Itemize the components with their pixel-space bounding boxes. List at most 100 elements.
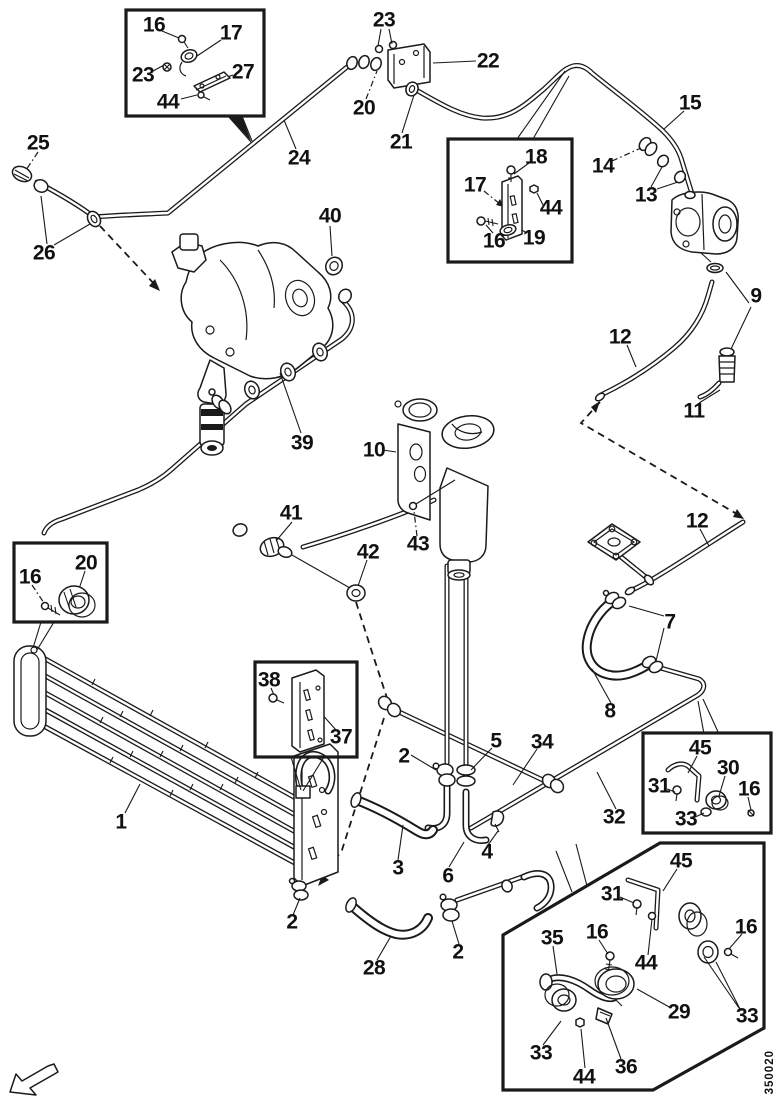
- part-label-39: 39: [290, 431, 314, 455]
- part-label-16: 16: [585, 920, 609, 944]
- pipe-12-lower: [624, 519, 746, 596]
- reservoir-down-pipes: [424, 563, 490, 844]
- grommet-29: [597, 968, 635, 1000]
- part-label-11: 11: [683, 399, 705, 423]
- part-label-20: 20: [74, 551, 98, 575]
- leader-lines: [25, 28, 752, 961]
- part-label-40: 40: [318, 204, 342, 228]
- inset-box-clamp-detail-top: [124, 8, 266, 118]
- part-label-19: 19: [522, 226, 546, 250]
- part-label-8: 8: [604, 699, 616, 723]
- part-label-36: 36: [614, 1055, 638, 1079]
- part-label-43: 43: [406, 532, 430, 556]
- part-label-34: 34: [530, 730, 554, 754]
- fitting-42: [346, 584, 366, 602]
- part-label-44: 44: [156, 90, 180, 114]
- inset-box-mount-detail-small: [641, 731, 773, 835]
- part-label-22: 22: [476, 49, 500, 73]
- part-label-12: 12: [608, 325, 632, 349]
- inset-box-mount-detail-large: [501, 841, 766, 1092]
- part-label-30: 30: [716, 756, 740, 780]
- power-steering-pump: [670, 190, 739, 400]
- part-label-32: 32: [602, 805, 626, 829]
- part-label-45: 45: [688, 736, 712, 760]
- part-label-1: 1: [115, 810, 127, 834]
- washer-9: [719, 347, 735, 357]
- box-left-contents: [40, 585, 96, 618]
- pipe-39: [41, 298, 355, 536]
- part-label-2: 2: [398, 744, 410, 768]
- part-label-14: 14: [591, 154, 615, 178]
- part-label-44: 44: [572, 1065, 596, 1089]
- pipe-15: [415, 63, 696, 200]
- bracket-22: [387, 43, 431, 89]
- part-label-16: 16: [737, 777, 761, 801]
- part-label-26: 26: [32, 241, 56, 265]
- part-label-25: 25: [26, 131, 50, 155]
- part-label-29: 29: [667, 1000, 691, 1024]
- part-label-7: 7: [664, 610, 676, 634]
- pipe-34: [394, 708, 550, 785]
- part-label-41: 41: [279, 501, 303, 525]
- o-ring-9: [706, 262, 724, 274]
- fitting-21: [405, 81, 419, 97]
- steering-gear: [171, 233, 353, 456]
- pipe-32-and-hose-8: [468, 554, 707, 831]
- part-label-20: 20: [352, 96, 376, 120]
- box-mid-contents: [476, 165, 539, 241]
- part-label-16: 16: [734, 915, 758, 939]
- box-top-contents: [162, 34, 231, 101]
- clip-4: [490, 810, 505, 827]
- part-label-18: 18: [524, 145, 548, 169]
- part-label-21: 21: [389, 130, 413, 154]
- thermostat-flange: [587, 523, 641, 561]
- fitting-40: [324, 256, 344, 276]
- pipe-12-upper: [594, 279, 715, 402]
- part-label-28: 28: [362, 956, 386, 980]
- part-label-37: 37: [329, 725, 353, 749]
- part-label-16: 16: [142, 13, 166, 37]
- part-label-24: 24: [287, 146, 311, 170]
- part-label-17: 17: [463, 173, 487, 197]
- part-label-44: 44: [634, 951, 658, 975]
- box-37-contents: [268, 669, 325, 753]
- part-label-16: 16: [18, 565, 42, 589]
- part-label-23: 23: [131, 63, 155, 87]
- inset-box-grommet-detail-left: [12, 541, 109, 624]
- part-label-15: 15: [678, 91, 702, 115]
- part-label-6: 6: [442, 864, 454, 888]
- part-label-17: 17: [219, 21, 243, 45]
- part-label-9: 9: [750, 284, 762, 308]
- fitting-11: [697, 355, 736, 400]
- cooler-tube-ticks: [91, 678, 259, 797]
- part-label-33: 33: [735, 1004, 759, 1028]
- pipe-24: [34, 64, 350, 220]
- part-label-35: 35: [540, 926, 564, 950]
- inset-box-bracket-37: [253, 660, 359, 759]
- part-label-27: 27: [231, 60, 255, 84]
- dashed-alignment-lines: [99, 225, 744, 886]
- part-label-2: 2: [286, 910, 298, 934]
- cooler-left-end: [13, 645, 47, 737]
- part-label-31: 31: [600, 882, 624, 906]
- part-label-3: 3: [392, 856, 404, 880]
- part-label-38: 38: [257, 668, 281, 692]
- part-label-33: 33: [529, 1041, 553, 1065]
- part-label-31: 31: [647, 774, 671, 798]
- part-label-10: 10: [362, 438, 386, 462]
- pipe-fittings: [11, 40, 687, 922]
- cooler-right-plate: [293, 743, 339, 887]
- part-label-16: 16: [482, 229, 506, 253]
- part-label-13: 13: [634, 183, 658, 207]
- inset-box-bracket-detail-mid: [446, 137, 574, 264]
- part-label-23: 23: [372, 8, 396, 32]
- part-label-42: 42: [356, 540, 380, 564]
- part-label-4: 4: [481, 840, 493, 864]
- part-label-5: 5: [490, 729, 502, 753]
- callout-wedges: [32, 70, 720, 893]
- part-label-45: 45: [669, 849, 693, 873]
- hose-28: [345, 870, 555, 940]
- figure-code: 350020: [764, 1049, 776, 1094]
